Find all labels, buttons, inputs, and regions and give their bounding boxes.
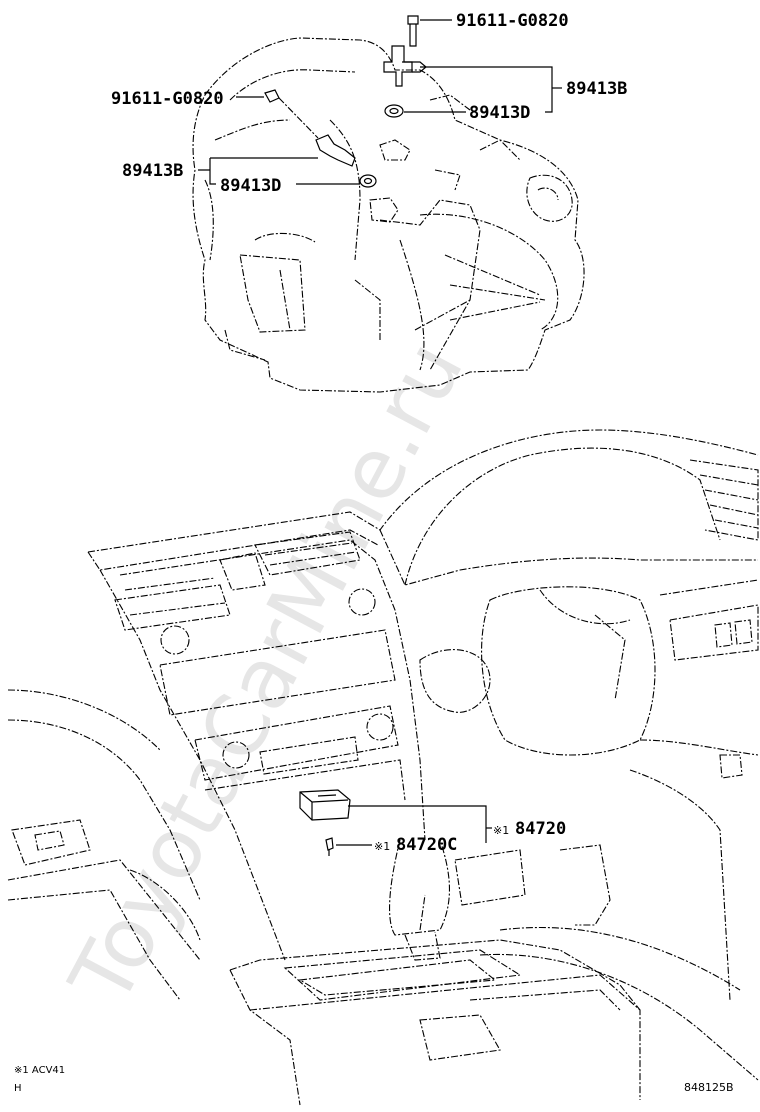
dashboard-drawing xyxy=(7,429,759,1106)
label-bolt-left: 91611-G0820 xyxy=(111,89,224,109)
label-washer-left: 89413D xyxy=(220,176,281,196)
leader-lines-dashboard xyxy=(336,805,492,846)
label-washer-top: 89413D xyxy=(469,103,530,123)
label-screw: 84720C xyxy=(396,835,457,855)
watermark: ToyotaCarMine.ru xyxy=(51,325,483,1020)
footnote-line-2: H xyxy=(14,1083,22,1094)
footnote-line-1: ※1 ACV41 xyxy=(14,1065,65,1076)
label-switch: 84720 xyxy=(515,819,566,839)
leader-lines-transmission xyxy=(198,19,562,185)
label-screw-mark: ※1 xyxy=(374,840,390,853)
label-sensor-left: 89413B xyxy=(122,161,183,181)
label-switch-mark: ※1 xyxy=(493,824,509,837)
top-sensor-assembly xyxy=(264,15,427,188)
switch-assembly xyxy=(299,789,351,856)
reference-number: 848125B xyxy=(684,1081,734,1094)
label-bolt-top: 91611-G0820 xyxy=(456,11,569,31)
transmission-drawing xyxy=(192,37,585,393)
label-sensor-top: 89413B xyxy=(566,79,627,99)
